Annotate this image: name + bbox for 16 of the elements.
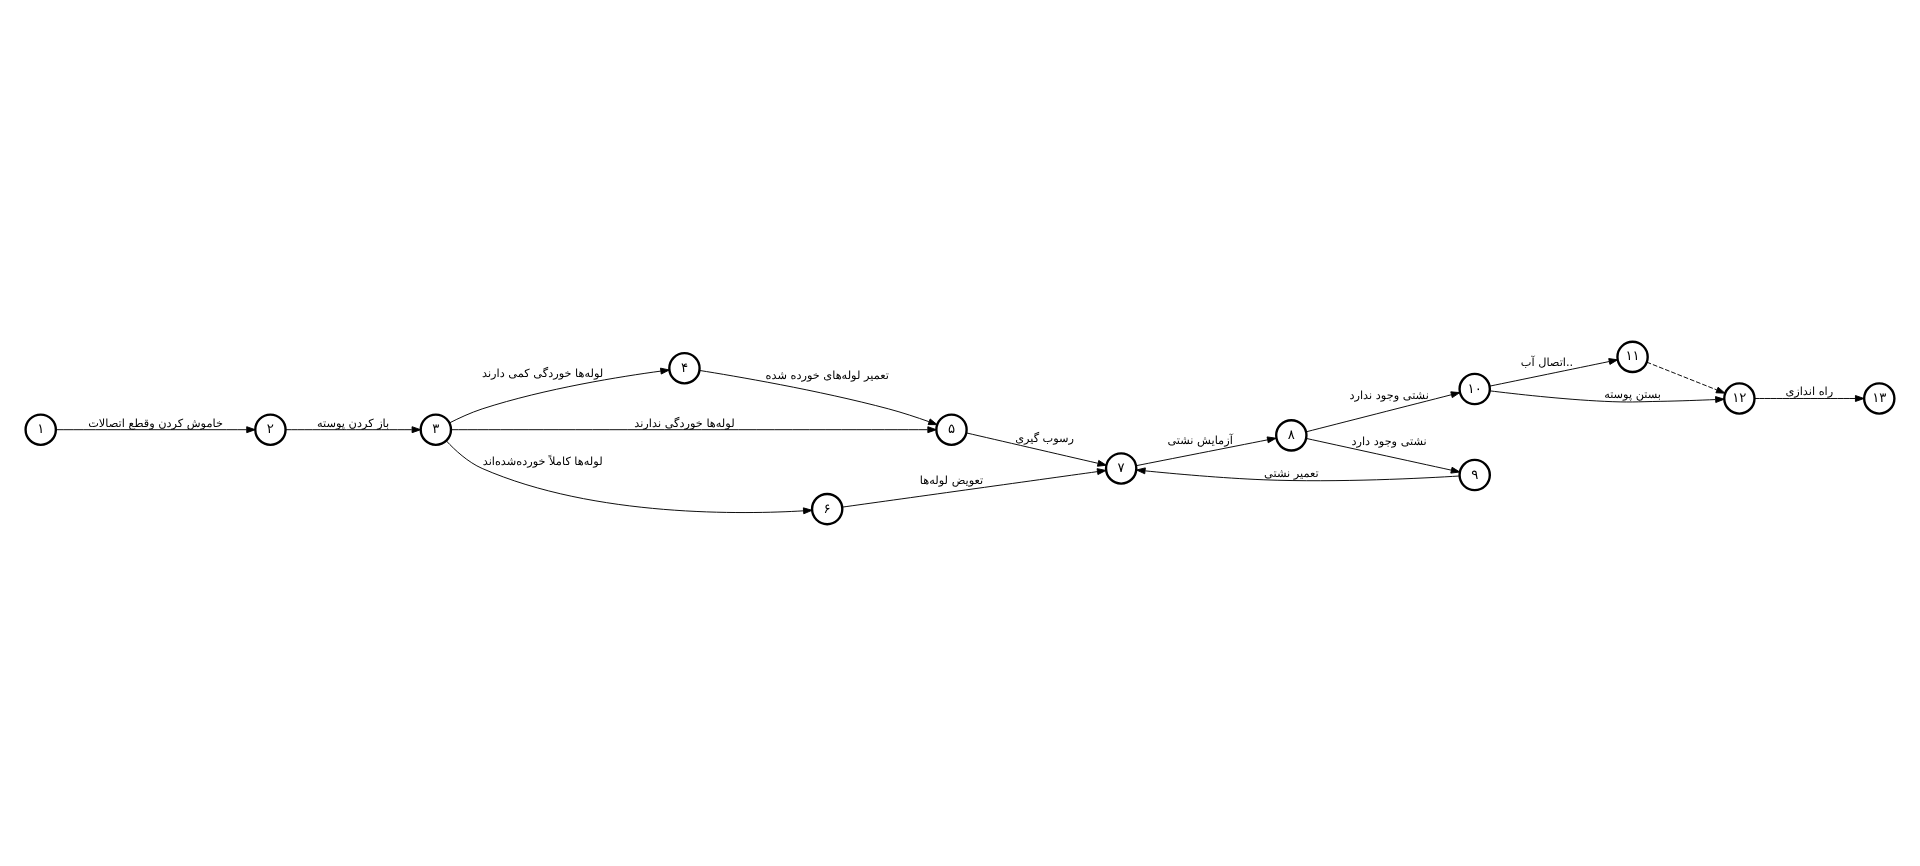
arrow: [1646, 361, 1726, 394]
arrow: [1135, 436, 1277, 467]
arrow: [1489, 358, 1619, 387]
arrow: [1305, 437, 1461, 474]
arrow: [1305, 391, 1461, 433]
arrow: [449, 367, 670, 424]
arrow: [699, 369, 938, 426]
arrow: [55, 426, 256, 434]
arrow: [285, 426, 422, 434]
arrow: [450, 426, 937, 434]
arrow: [841, 468, 1107, 508]
arrow: [1136, 467, 1460, 482]
arrow: [966, 432, 1107, 467]
arrow: [1489, 390, 1725, 403]
arrow: [445, 440, 813, 515]
arrow: [1754, 395, 1865, 402]
